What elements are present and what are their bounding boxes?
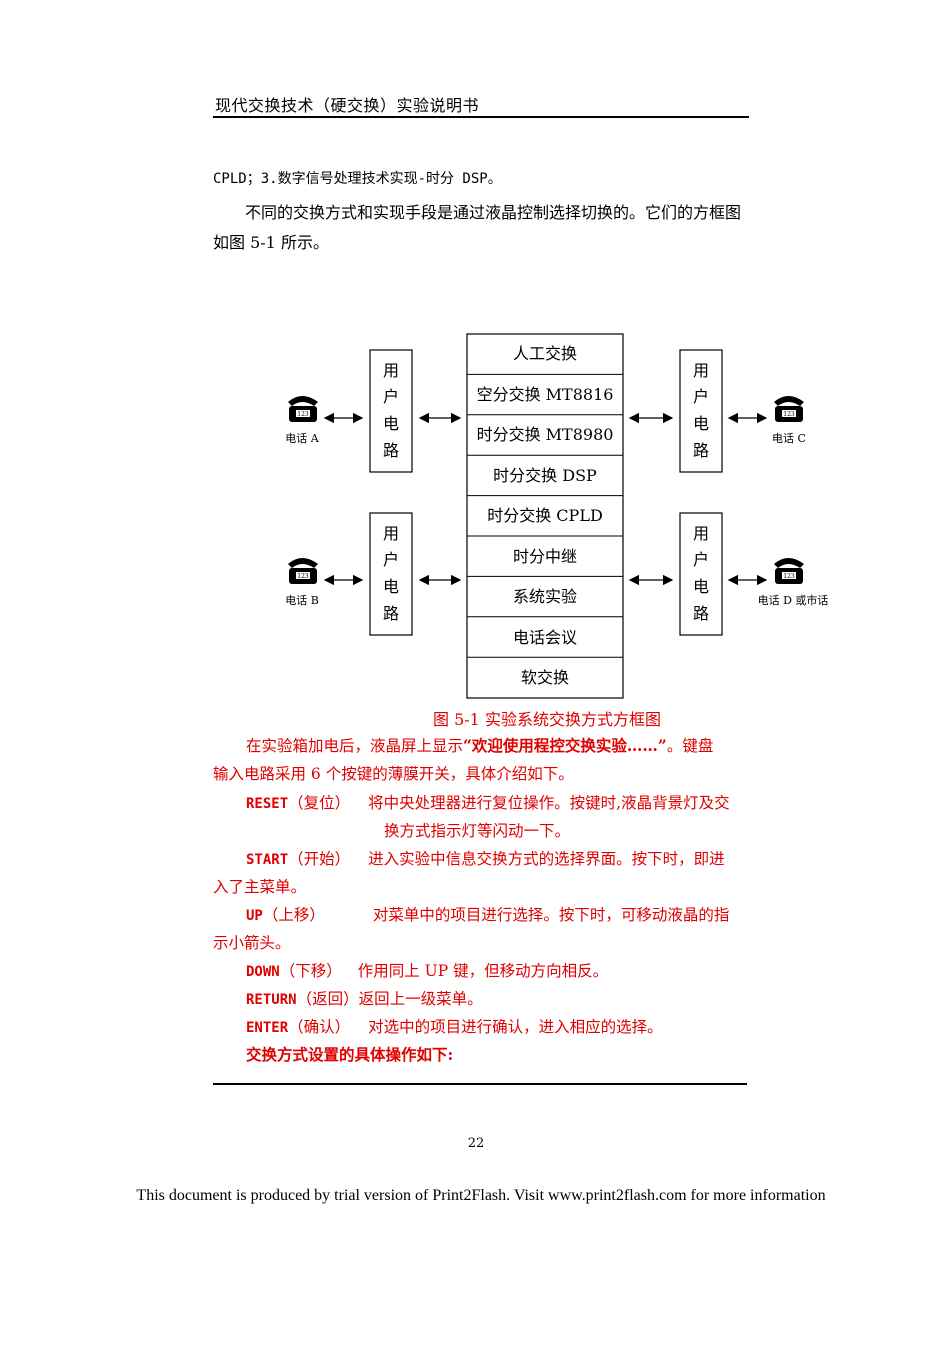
phone-label-b: 电话 B — [285, 594, 319, 607]
body-paragraph-1-line2: 输入电路采用 6 个按键的薄膜开关，具体介绍如下。 — [213, 765, 574, 783]
telephone-icon: 123 — [288, 396, 318, 422]
up-key-item: UP（上移） 对菜单中的项目进行选择。按下时，可移动液晶的指 — [246, 903, 729, 925]
intro-paragraph-line1: 不同的交换方式和实现手段是通过液晶控制选择切换的。它们的方框图 — [245, 203, 742, 222]
svg-text:户: 户 — [383, 387, 399, 406]
return-desc: 返回上一级菜单。 — [358, 990, 483, 1008]
start-key-label: （开始） — [288, 850, 351, 868]
enter-key-item: ENTER（确认） 对选中的项目进行确认，进入相应的选择。 — [246, 1015, 663, 1037]
phone-label-a: 电话 A — [285, 432, 319, 445]
svg-text:电: 电 — [383, 577, 399, 596]
intro-paragraph-line2: 如图 5-1 所示。 — [213, 233, 329, 252]
switch-box-label: 时分交换 DSP — [493, 466, 597, 485]
svg-text:路: 路 — [383, 604, 399, 623]
closing-line: 交换方式设置的具体操作如下: — [246, 1045, 454, 1064]
switch-box-label: 系统实验 — [513, 587, 577, 606]
down-key-label: （下移） — [279, 962, 342, 980]
body-p1-start: 在实验箱加电后，液晶屏上显示 — [246, 737, 464, 755]
body-paragraph-1: 在实验箱加电后，液晶屏上显示“欢迎使用程控交换实验……”。键盘 — [246, 734, 713, 756]
svg-text:用: 用 — [383, 361, 399, 380]
figure-caption: 图 5-1 实验系统交换方式方框图 — [433, 710, 661, 729]
body-p1-bold: “欢迎使用程控交换实验……” — [463, 736, 667, 755]
svg-text:户: 户 — [693, 550, 709, 569]
running-header: 现代交换技术（硬交换）实验说明书 — [215, 96, 480, 115]
start-desc: 进入实验中信息交换方式的选择界面。按下时，即进 — [368, 850, 725, 868]
svg-text:路: 路 — [383, 441, 399, 460]
return-key-label: （返回） — [296, 990, 359, 1008]
switch-box-label: 时分交换 MT8980 — [477, 425, 614, 444]
svg-text:电: 电 — [693, 414, 709, 433]
page-number: 22 — [467, 1136, 485, 1151]
svg-text:123: 123 — [783, 411, 795, 418]
up-key: UP — [246, 908, 263, 924]
start-key: START — [246, 852, 289, 868]
switch-box-label: 空分交换 MT8816 — [477, 385, 614, 404]
up-desc-line2: 示小箭头。 — [213, 934, 291, 952]
svg-text:路: 路 — [693, 441, 709, 460]
svg-text:用: 用 — [693, 361, 709, 380]
reset-key: RESET — [246, 796, 289, 812]
up-key-label: （上移） — [262, 906, 325, 924]
svg-text:123: 123 — [783, 573, 795, 580]
reset-desc-line2: 换方式指示灯等闪动一下。 — [384, 822, 571, 840]
reset-desc: 将中央处理器进行复位操作。按键时,液晶背景灯及交 — [368, 794, 730, 812]
trial-notice: This document is produced by trial versi… — [136, 1187, 826, 1204]
start-desc-line2: 入了主菜单。 — [213, 878, 307, 896]
svg-text:123: 123 — [297, 411, 309, 418]
down-key-item: DOWN（下移） 作用同上 UP 键，但移动方向相反。 — [246, 959, 608, 981]
down-key: DOWN — [246, 964, 280, 980]
switch-box-label: 电话会议 — [513, 628, 577, 647]
user-circuit-top-right: 用 户 电 路 — [679, 349, 723, 473]
switch-box-label: 时分中继 — [513, 547, 577, 566]
reset-key-item: RESET（复位） 将中央处理器进行复位操作。按键时,液晶背景灯及交 — [246, 791, 730, 813]
return-key: RETURN — [246, 992, 297, 1008]
svg-text:用: 用 — [693, 524, 709, 543]
return-key-item: RETURN（返回）返回上一级菜单。 — [246, 987, 483, 1009]
connection-arrows — [323, 412, 768, 586]
enter-key-label: （确认） — [288, 1018, 351, 1036]
up-desc: 对菜单中的项目进行选择。按下时，可移动液晶的指 — [372, 906, 730, 924]
phone-label-d: 电话 D 或市话 — [758, 593, 829, 607]
svg-text:路: 路 — [693, 604, 709, 623]
phone-label-c: 电话 C — [772, 432, 806, 445]
start-key-item: START（开始） 进入实验中信息交换方式的选择界面。按下时，即进 — [246, 847, 725, 869]
switch-stack-frame — [466, 333, 624, 699]
switch-stack: 人工交换 空分交换 MT8816 时分交换 MT8980 时分交换 DSP 时分… — [466, 333, 624, 699]
switch-box-label: 人工交换 — [513, 344, 577, 363]
footer-rule — [213, 1083, 747, 1085]
body-p1-end: 。键盘 — [666, 737, 714, 755]
block-diagram: 人工交换 空分交换 MT8816 时分交换 MT8980 时分交换 DSP 时分… — [285, 333, 829, 699]
header-rule — [213, 116, 749, 118]
user-circuit-top-left: 用 户 电 路 — [369, 349, 413, 473]
switch-box-label: 时分交换 CPLD — [487, 506, 603, 525]
user-circuit-bottom-right: 用 户 电 路 — [679, 512, 723, 636]
enter-desc: 对选中的项目进行确认，进入相应的选择。 — [368, 1018, 663, 1036]
telephone-icon: 123 — [774, 396, 804, 422]
svg-text:用: 用 — [383, 524, 399, 543]
intro-paragraph: 不同的交换方式和实现手段是通过液晶控制选择切换的。它们的方框图 — [213, 198, 749, 228]
reset-key-label: （复位） — [288, 794, 351, 812]
intro-line: CPLD；3.数字信号处理技术实现-时分 DSP。 — [213, 171, 502, 187]
down-desc: 作用同上 UP 键，但移动方向相反。 — [357, 962, 609, 980]
enter-key: ENTER — [246, 1020, 289, 1036]
svg-text:123: 123 — [297, 573, 309, 580]
svg-text:电: 电 — [383, 414, 399, 433]
user-circuit-bottom-left: 用 户 电 路 — [369, 512, 413, 636]
svg-text:户: 户 — [383, 550, 399, 569]
svg-text:户: 户 — [693, 387, 709, 406]
telephone-icon: 123 — [288, 558, 318, 584]
svg-text:电: 电 — [693, 577, 709, 596]
telephone-icon: 123 — [774, 558, 804, 584]
switch-box-label: 软交换 — [521, 668, 569, 687]
